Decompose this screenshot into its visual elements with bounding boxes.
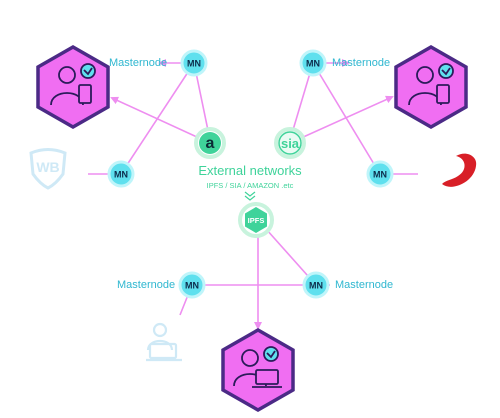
warner-bros-shield-icon: WB [29,148,67,190]
mn-node-mid-right[interactable]: MN [366,160,394,188]
external-networks-subtitle: IPFS / SIA / AMAZON .etc [207,181,294,190]
amazon-icon: a [206,135,215,152]
chevron-down-icon [244,191,256,201]
mn-node-label: MN [187,59,201,69]
mn-node-label: MN [114,170,128,180]
masternode-label-top-left: Masternode [109,57,167,69]
mn-node-mid-left[interactable]: MN [107,160,135,188]
sony-swirl-icon [442,153,477,187]
masternode-label-top-right: Masternode [332,57,390,69]
line-mnTR-to-mnMR [312,62,381,175]
mn-node-label: MN [373,170,387,180]
ipfs-node[interactable]: IPFS [238,202,274,238]
mn-node-label: MN [309,281,323,291]
amazon-node[interactable]: a [194,127,226,159]
mn-node-label: MN [185,281,199,291]
user-laptop-hex-icon [233,346,282,388]
user-tablet-hex-icon [408,63,454,106]
hex-user-bottom [221,327,295,413]
sia-node[interactable]: sia [274,127,306,159]
hex-user-top-left [36,44,110,130]
mn-node-bottom-right[interactable]: MN [302,271,330,299]
svg-text:WB: WB [36,159,59,175]
ipfs-icon: IPFS [248,216,265,225]
user-tablet-hex-icon [50,63,96,106]
masternode-label-bottom-right: Masternode [335,279,393,291]
external-networks-title: External networks [198,163,302,178]
mn-node-bottom-left[interactable]: MN [178,271,206,299]
sia-icon: sia [281,136,300,151]
masternode-label-bottom-left: Masternode [117,279,175,291]
line-amazon-to-left [110,96,211,144]
mn-node-top-left[interactable]: MN [180,49,208,77]
line-sia-to-right [289,95,394,144]
mn-node-top-right[interactable]: MN [299,49,327,77]
faded-user-laptop-icon [146,322,182,362]
mn-node-label: MN [306,59,320,69]
hex-user-top-right [394,44,468,130]
